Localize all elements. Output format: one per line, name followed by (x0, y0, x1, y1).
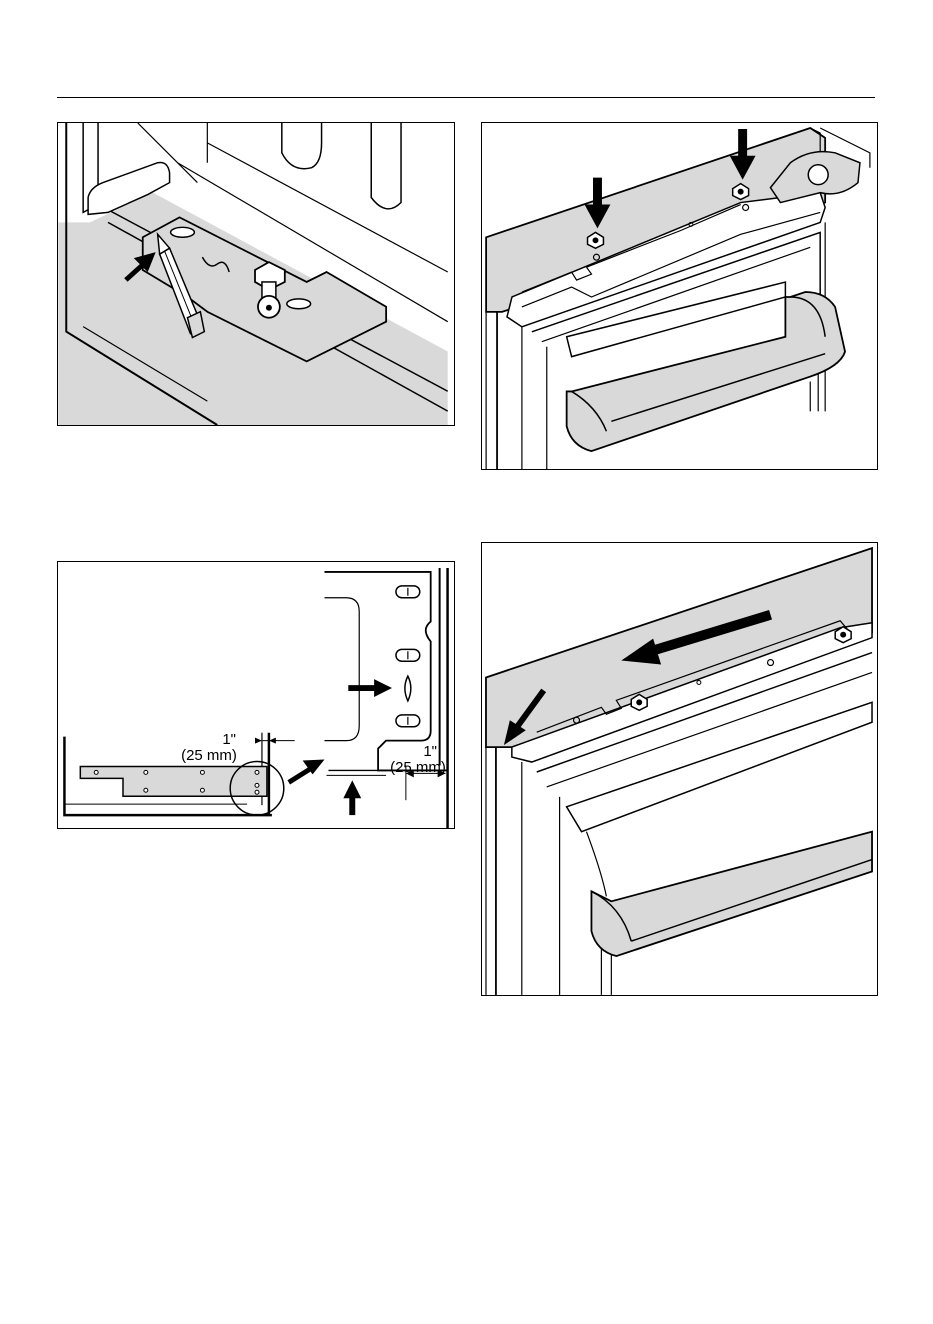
dimension-right-mm: (25 mm) (383, 760, 453, 776)
illustration-slide-panel (482, 543, 877, 995)
figure-marking-bracket (57, 122, 455, 426)
figure-bracket-dimensions: 1" (25 mm) 1" (25 mm) (57, 561, 455, 829)
dimension-label-right: 1" (25 mm) (383, 744, 453, 776)
arrow-icon (348, 679, 392, 697)
illustration-bracket-dimensions (58, 562, 454, 828)
door-shelf (567, 282, 845, 451)
dimension-left-inches: 1" (174, 732, 244, 748)
arrow-icon (289, 760, 325, 783)
dimension-label-left: 1" (25 mm) (174, 732, 244, 764)
header-rule (57, 97, 875, 98)
figure-door-screws (481, 122, 878, 470)
dimension-right-inches: 1" (383, 744, 453, 760)
dimension-left-mm: (25 mm) (174, 748, 244, 764)
illustration-door-top-screws (482, 123, 877, 469)
illustration-cabinet-marking (58, 123, 454, 425)
figure-slide-panel (481, 542, 878, 996)
door-shelf (567, 702, 872, 956)
arrow-icon (343, 780, 361, 815)
